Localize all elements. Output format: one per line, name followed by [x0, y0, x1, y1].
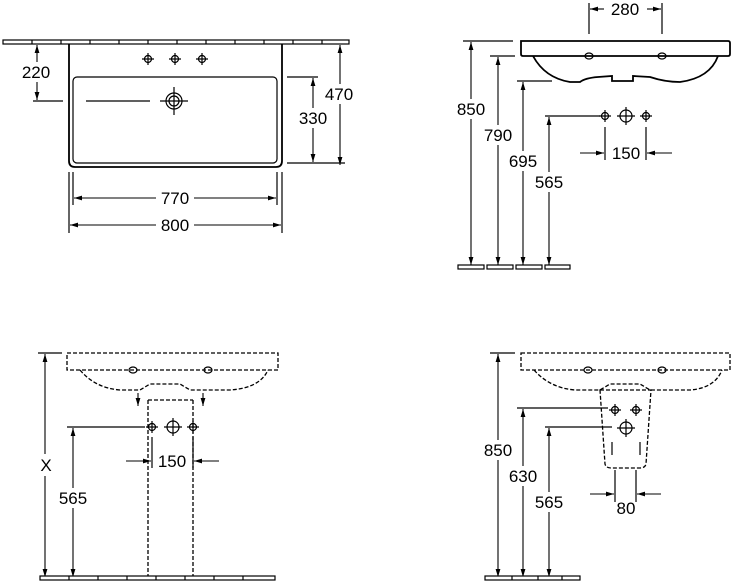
floor: [457, 264, 571, 270]
waste-hole-icon: [163, 417, 183, 437]
supply-hole-icon: [186, 420, 200, 434]
dim-330: 330: [299, 109, 327, 128]
dim-770: 770: [161, 189, 189, 208]
supply-hole-icon: [639, 109, 653, 123]
dim-x: X: [40, 456, 51, 475]
dim-565: 565: [535, 493, 563, 512]
tap-hole-icon: [168, 52, 182, 66]
dim-850: 850: [457, 100, 485, 119]
dim-790: 790: [484, 126, 512, 145]
pedestal-view: X 565 150: [36, 352, 279, 581]
tap-hole-icon: [195, 52, 209, 66]
dim-80: 80: [617, 499, 636, 518]
dim-150: 150: [158, 452, 186, 471]
top-view: 220 330 470 770 800: [2, 39, 356, 235]
floor: [39, 575, 276, 581]
tap-hole-icon: [141, 52, 155, 66]
dim-470: 470: [325, 85, 353, 104]
waste-hole-icon: [616, 418, 636, 438]
dim-280: 280: [611, 0, 639, 19]
side-view: 280 850 790 695 565 150: [455, 0, 731, 270]
supply-hole-icon: [598, 109, 612, 123]
drain-icon: [160, 87, 188, 115]
dim-850: 850: [484, 441, 512, 460]
dim-565: 565: [59, 489, 87, 508]
dim-630: 630: [509, 467, 537, 486]
basin-side: [520, 40, 731, 57]
floor: [484, 575, 581, 581]
dim-800: 800: [161, 216, 189, 235]
dim-150: 150: [612, 144, 640, 163]
wall-strip: [2, 39, 350, 45]
dim-220: 220: [22, 63, 50, 82]
basin-outline: [68, 44, 283, 168]
basin-bowl: [72, 76, 278, 164]
dim-695: 695: [509, 152, 537, 171]
supply-hole-icon: [608, 403, 622, 417]
supply-hole-icon: [629, 403, 643, 417]
waste-hole-icon: [616, 106, 636, 126]
semi-pedestal-view: 850 630 565 80: [482, 352, 731, 581]
dim-565: 565: [535, 173, 563, 192]
